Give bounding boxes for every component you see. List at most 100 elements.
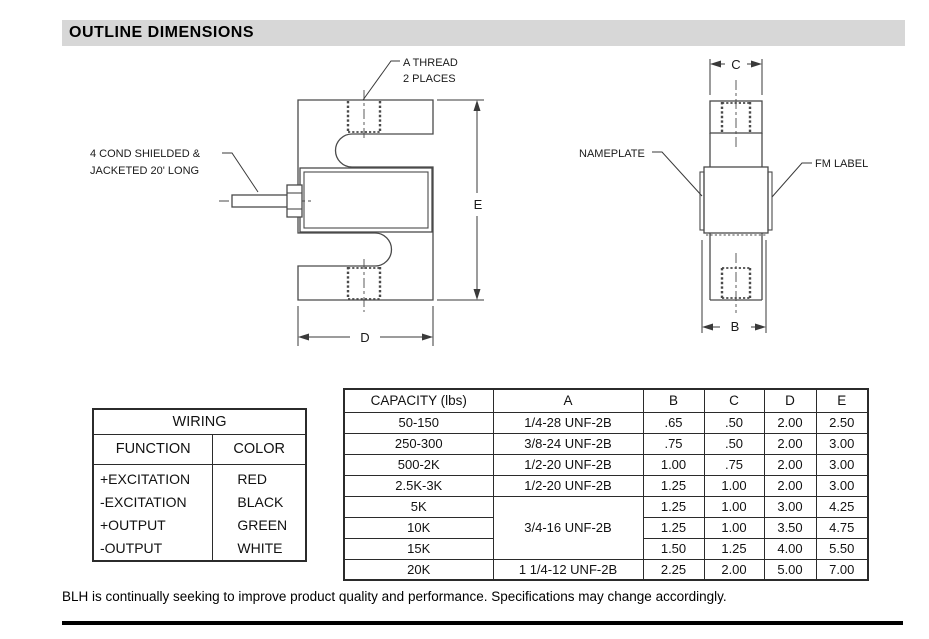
a-thread-leader: [362, 60, 400, 101]
wiring-table: WIRING FUNCTION COLOR +EXCITATION -EXCIT…: [92, 408, 307, 562]
capacity-col-header: D: [763, 388, 817, 413]
capacity-col-header: C: [703, 388, 765, 413]
capacity-cell: 15K: [343, 537, 494, 560]
table-row: 10K 1.25 1.00 3.50 4.75: [343, 516, 869, 539]
capacity-cell: .50: [703, 432, 765, 455]
a-thread-label-1: A THREAD: [403, 57, 458, 69]
middle-block-inner: [303, 171, 429, 229]
wiring-cell: +EXCITATION: [100, 470, 191, 487]
capacity-cell: 500-2K: [343, 453, 494, 476]
table-row: 20K 1 1/4-12 UNF-2B 2.25 2.00 5.00 7.00: [343, 558, 869, 581]
fm-label-leader: [771, 162, 812, 198]
hex-fitting: [286, 184, 303, 218]
capacity-cell: 1.00: [703, 516, 765, 539]
capacity-col-header: CAPACITY (lbs): [343, 388, 494, 413]
capacity-cell: 5.50: [815, 537, 869, 560]
nameplate-plate: [699, 171, 705, 231]
capacity-cell: 1.00: [703, 495, 765, 518]
nameplate-leader: [652, 151, 703, 197]
capacity-cell: 1.25: [642, 495, 705, 518]
table-row: 15K 1.50 1.25 4.00 5.50: [343, 537, 869, 560]
capacity-cell: 1 1/4-12 UNF-2B: [492, 558, 644, 581]
capacity-cell: .50: [703, 411, 765, 434]
front-view: C B NAMEPLATE FM LABEL: [579, 57, 868, 334]
capacity-cell: 3.00: [815, 432, 869, 455]
capacity-cell: 3.50: [763, 516, 817, 539]
capacity-table: CAPACITY (lbs) A B C D E 50-150 1/4-28 U…: [343, 388, 869, 581]
capacity-cell: 20K: [343, 558, 494, 581]
table-row: 500-2K 1/2-20 UNF-2B 1.00 .75 2.00 3.00: [343, 453, 869, 476]
capacity-cell-merged-a: 3/4-16 UNF-2B: [492, 495, 644, 560]
capacity-cell: 1.25: [703, 537, 765, 560]
front-top-thread: [720, 80, 752, 148]
dimension-c: C: [709, 57, 763, 95]
cable-assembly: [219, 184, 313, 218]
capacity-col-header: B: [642, 388, 705, 413]
a-thread-label-2: 2 PLACES: [403, 73, 456, 85]
dim-c-label: C: [731, 57, 740, 72]
capacity-cell: 3.00: [815, 453, 869, 476]
page-title: OUTLINE DIMENSIONS: [69, 24, 255, 41]
dim-d-label: D: [360, 330, 369, 345]
capacity-cell: .75: [703, 453, 765, 476]
dim-b-label: B: [731, 319, 740, 334]
capacity-cell: 2.50: [815, 411, 869, 434]
front-bottom-thread: [720, 253, 752, 313]
fm-label-plate: [767, 171, 773, 231]
capacity-cell: 250-300: [343, 432, 494, 455]
footer-note: BLH is continually seeking to improve pr…: [62, 589, 727, 604]
capacity-col-header: A: [492, 388, 644, 413]
wiring-col-function: FUNCTION: [92, 433, 214, 465]
nameplate-label: NAMEPLATE: [579, 148, 645, 160]
capacity-cell: 1.00: [642, 453, 705, 476]
wiring-col-color: COLOR: [212, 433, 307, 465]
capacity-cell: 2.00: [763, 474, 817, 497]
capacity-cell: 5K: [343, 495, 494, 518]
section-header-bar: OUTLINE DIMENSIONS: [62, 20, 905, 46]
fm-label-label: FM LABEL: [815, 158, 868, 170]
dimension-b: B: [701, 240, 767, 334]
capacity-cell: 3.00: [763, 495, 817, 518]
wiring-cell: WHITE: [237, 539, 283, 556]
table-row: 2.5K-3K 1/2-20 UNF-2B 1.25 1.00 2.00 3.0…: [343, 474, 869, 497]
wiring-cell: -OUTPUT: [100, 539, 163, 556]
capacity-cell: 1.00: [703, 474, 765, 497]
wiring-cell: -EXCITATION: [100, 493, 187, 510]
body-block: [703, 166, 769, 234]
capacity-cell: 1/2-20 UNF-2B: [492, 474, 644, 497]
capacity-cell: 1.50: [642, 537, 705, 560]
capacity-cell: 1/2-20 UNF-2B: [492, 453, 644, 476]
capacity-cell: .75: [642, 432, 705, 455]
wiring-cell: GREEN: [237, 516, 288, 533]
capacity-cell: 10K: [343, 516, 494, 539]
wiring-function-cells: +EXCITATION -EXCITATION +OUTPUT -OUTPUT: [92, 463, 214, 562]
wiring-cell: +OUTPUT: [100, 516, 166, 533]
capacity-cell: 3/8-24 UNF-2B: [492, 432, 644, 455]
table-row: 250-300 3/8-24 UNF-2B .75 .50 2.00 3.00: [343, 432, 869, 455]
capacity-col-header: E: [815, 388, 869, 413]
bottom-rule: [62, 621, 903, 625]
cable-label-1: 4 COND SHIELDED &: [90, 148, 201, 160]
wiring-cell: BLACK: [237, 493, 284, 510]
wiring-cell: RED: [237, 470, 267, 487]
capacity-cell: 2.00: [703, 558, 765, 581]
dimension-e: E: [437, 99, 484, 301]
cable-leader: [222, 152, 259, 193]
capacity-cell: 5.00: [763, 558, 817, 581]
capacity-cell: .65: [642, 411, 705, 434]
dimension-d: D: [297, 306, 434, 346]
capacity-cell: 4.00: [763, 537, 817, 560]
capacity-cell: 2.00: [763, 432, 817, 455]
middle-block: [299, 167, 433, 233]
capacity-cell: 2.00: [763, 411, 817, 434]
capacity-cell: 1.25: [642, 516, 705, 539]
capacity-cell: 3.00: [815, 474, 869, 497]
cable-label-2: JACKETED 20' LONG: [90, 165, 199, 177]
wiring-color-cells: RED BLACK GREEN WHITE: [212, 463, 307, 562]
capacity-cell: 7.00: [815, 558, 869, 581]
dim-e-label: E: [474, 197, 483, 212]
capacity-cell: 4.25: [815, 495, 869, 518]
capacity-cell: 4.75: [815, 516, 869, 539]
